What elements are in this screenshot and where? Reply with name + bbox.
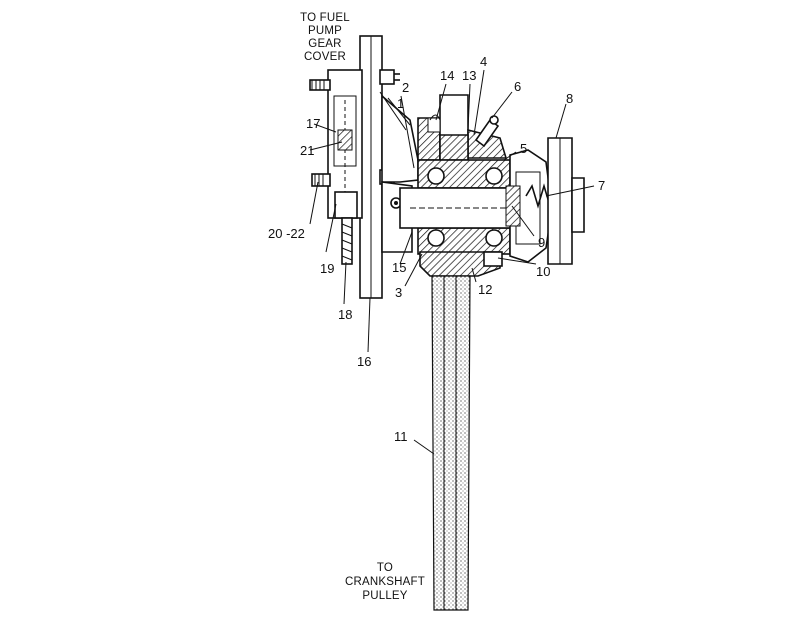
leader-lines (309, 69, 595, 455)
callout-3: 3 (395, 285, 402, 300)
idler-shaft (399, 187, 519, 229)
upper-stud-bolt (309, 79, 331, 91)
callout-6: 6 (514, 79, 521, 94)
callout-8: 8 (566, 91, 573, 106)
callout-18: 18 (338, 307, 352, 322)
adjusting-screw (341, 217, 353, 265)
note-bottom-line3: PULLEY (362, 590, 407, 602)
callout-20-22: 20 -22 (268, 226, 305, 241)
end-cap (505, 149, 553, 263)
lower-stud-bolt (311, 173, 331, 187)
note-top-line3: GEAR (308, 38, 341, 50)
note-bottom-line1: TO (377, 562, 393, 574)
callout-10: 10 (536, 264, 550, 279)
note-bottom-line2: CRANKSHAFT (345, 576, 425, 588)
note-top-line2: PUMP (308, 25, 342, 37)
callout-12: 12 (478, 282, 492, 297)
pulley-lower-lip (419, 251, 503, 277)
note-top-line1: TO FUEL (300, 12, 350, 24)
callout-labels: 1 2 3 4 5 6 7 8 9 10 11 12 13 14 15 16 1… (268, 54, 605, 444)
callout-11: 11 (394, 429, 408, 444)
note-top-line4: COVER (304, 51, 346, 63)
callout-1: 1 (397, 96, 404, 111)
note-to-fuel-pump: TO FUEL PUMP GEAR COVER (300, 12, 350, 63)
callout-16: 16 (357, 354, 371, 369)
callout-13: 13 (462, 68, 476, 83)
callout-15: 15 (392, 260, 406, 275)
bracket-top-nut (379, 69, 400, 85)
v-belt (431, 275, 471, 611)
outer-flange (547, 137, 585, 265)
callout-14: 14 (440, 68, 454, 83)
callout-5: 5 (520, 141, 527, 156)
callout-21: 21 (300, 143, 314, 158)
callout-4: 4 (480, 54, 487, 69)
callout-17: 17 (306, 116, 320, 131)
callout-7: 7 (598, 178, 605, 193)
bearing-housing (417, 159, 511, 255)
callout-9: 9 (538, 235, 545, 250)
note-to-crankshaft: TO CRANKSHAFT PULLEY (345, 562, 425, 602)
callout-2: 2 (402, 80, 409, 95)
mounting-bracket-plate (359, 35, 383, 299)
callout-19: 19 (320, 261, 334, 276)
